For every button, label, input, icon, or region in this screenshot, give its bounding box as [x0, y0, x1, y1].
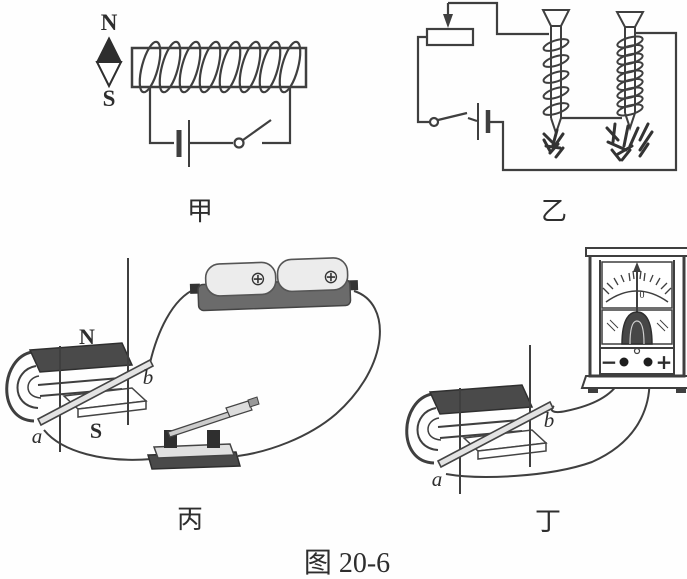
panel-bing-label: 丙: [177, 505, 203, 534]
galvanometer-plus-label: +: [656, 350, 673, 374]
bing-wire-a-to-switch: [43, 429, 153, 461]
compass-n-label: N: [101, 10, 118, 35]
battery-cell1-plus: ⊕: [250, 268, 266, 290]
yi-switch-symbol-icon: [428, 111, 478, 128]
ding-rod-b-label: b: [544, 408, 555, 432]
iron-filings-small-icon: [542, 128, 565, 159]
galvanometer-zero-label: 0: [640, 290, 645, 301]
galvanometer-needle-icon: [633, 262, 641, 312]
rheostat-icon: [425, 3, 475, 47]
panel-yi-electromagnet-experiment: [416, 1, 678, 172]
yi-circuit-wire: [448, 1, 549, 36]
solenoid-icon: [130, 40, 308, 94]
jia-circuit-wire: [262, 88, 292, 145]
compass-s-label: S: [103, 86, 116, 111]
screw-electromagnet-sparse-icon: [541, 9, 571, 137]
ding-rod-a-label: a: [432, 467, 443, 491]
horseshoe-magnet-icon: [405, 384, 548, 465]
yi-battery-symbol-icon: [477, 103, 491, 140]
conductor-rod-ab: [436, 400, 555, 469]
panel-bing-force-on-conductor: [5, 257, 381, 470]
yi-circuit-wire: [490, 31, 678, 172]
knife-switch-icon: [147, 396, 260, 470]
bing-magnet-s-label: S: [90, 418, 102, 443]
galvanometer-coil-icon: [621, 311, 653, 345]
compass-needle-icon: [95, 36, 123, 89]
iron-filings-large-icon: [605, 122, 654, 162]
bing-magnet-n-label: N: [79, 324, 95, 349]
battery-symbol-icon: [176, 120, 190, 167]
panel-ding-label: 丁: [535, 507, 561, 536]
ding-wire-right-terminal: [445, 365, 651, 478]
figure-caption: 图 20-6: [304, 548, 390, 579]
galvanometer-minus-label: −: [601, 350, 618, 374]
conductor-rod-ab: [36, 358, 155, 427]
horseshoe-magnet-icon: [5, 342, 148, 423]
battery-cell2-plus: ⊕: [323, 266, 339, 288]
battery-pack-icon: [189, 257, 359, 312]
panel-jia-solenoid-experiment: [95, 36, 308, 167]
yi-circuit-wire: [416, 35, 430, 124]
panel-yi-label: 乙: [541, 197, 567, 226]
screw-electromagnet-dense-icon: [615, 11, 645, 132]
switch-symbol-icon: [233, 119, 272, 149]
panel-jia-label: 甲: [187, 197, 213, 226]
bing-rod-b-label: b: [143, 365, 154, 389]
bing-wire-battery-to-b: [149, 288, 196, 364]
jia-circuit-wire: [148, 88, 174, 145]
galvanometer-terminal-positive: [643, 357, 653, 367]
bing-wire-battery-to-switch: [237, 290, 381, 457]
galvanometer-terminal-negative: [619, 357, 629, 367]
galvanometer-icon: [580, 247, 687, 393]
panel-ding-induction-experiment: [405, 247, 687, 494]
bing-rod-a-label: a: [32, 424, 43, 448]
galvanometer-scale-ticks: [602, 270, 672, 295]
